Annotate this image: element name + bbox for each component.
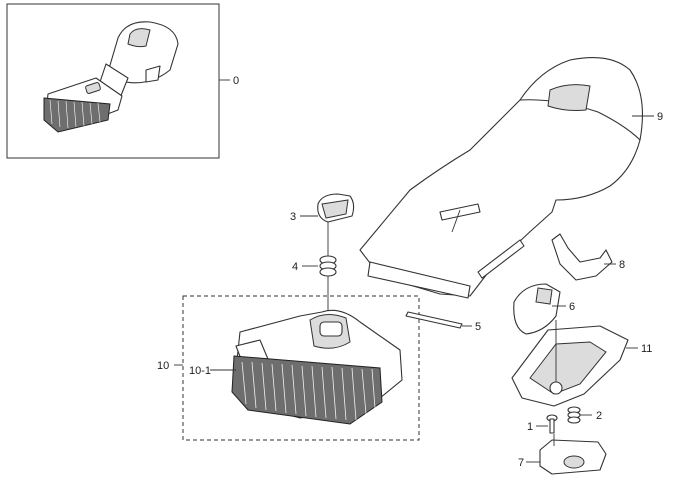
part-8-clip — [551, 233, 613, 281]
callout-2: 2 — [596, 410, 602, 422]
part-9-tube-body — [359, 57, 643, 299]
part-10-1-bristles — [231, 355, 383, 425]
callout-8: 8 — [619, 259, 625, 271]
part-3-button — [317, 193, 355, 223]
part-5-rod — [405, 311, 463, 329]
callout-6: 6 — [569, 301, 575, 313]
callout-1: 1 — [527, 421, 533, 433]
assembled-brush-illustration — [43, 21, 179, 133]
callout-0: 0 — [233, 75, 239, 87]
callout-4: 4 — [292, 261, 298, 273]
part-4-spring — [319, 255, 337, 277]
callout-10-1: 10-1 — [189, 365, 211, 377]
part-7-cover — [539, 434, 607, 475]
callout-7: 7 — [518, 457, 524, 469]
assembled-view-frame — [6, 3, 220, 159]
part-1-screw — [546, 414, 558, 434]
callout-3: 3 — [290, 211, 296, 223]
part-2-spring — [567, 406, 581, 424]
part-10-group-frame — [182, 295, 420, 441]
callout-11: 11 — [641, 343, 652, 355]
callout-5: 5 — [475, 321, 481, 333]
callout-9: 9 — [657, 111, 663, 123]
part-11-housing — [511, 320, 629, 407]
part-6-latch — [513, 283, 561, 335]
callout-10: 10 — [157, 360, 169, 372]
